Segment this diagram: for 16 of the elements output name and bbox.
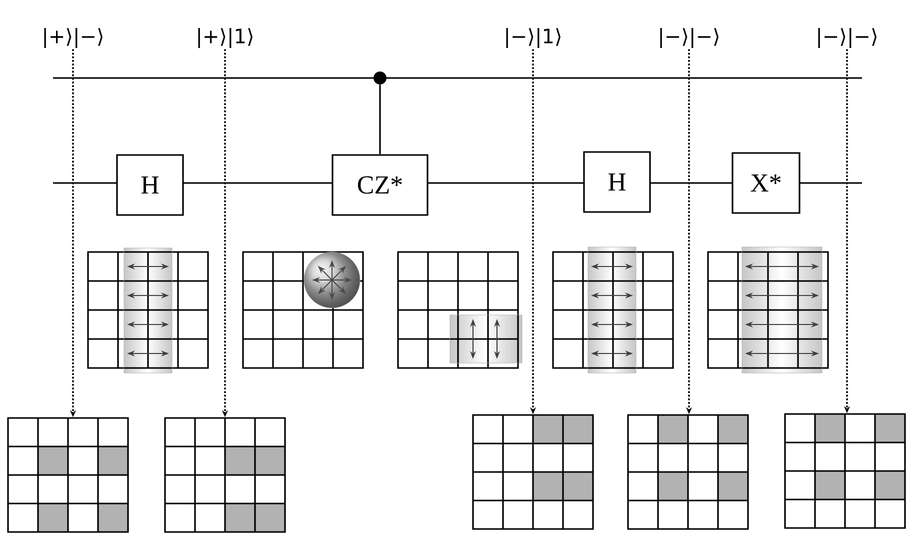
control-dot bbox=[374, 72, 386, 84]
gate-box: CZ* bbox=[332, 154, 428, 216]
cell-grid bbox=[164, 417, 286, 533]
gate-box: H bbox=[116, 154, 184, 216]
gate-box: H bbox=[583, 151, 651, 213]
state-label: |+⟩|1⟩ bbox=[198, 28, 252, 48]
state-label: |+⟩|−⟩ bbox=[44, 28, 103, 48]
state-label: |−⟩|−⟩ bbox=[818, 28, 876, 48]
state-label: |−⟩|1⟩ bbox=[506, 28, 560, 48]
state-label: |−⟩|−⟩ bbox=[660, 28, 718, 48]
control-line bbox=[379, 84, 381, 154]
gate-box: X* bbox=[732, 152, 800, 214]
cell-grid bbox=[627, 414, 749, 530]
cell-grid bbox=[7, 417, 129, 533]
cell-grid bbox=[784, 413, 906, 529]
cell-grid bbox=[472, 414, 594, 530]
